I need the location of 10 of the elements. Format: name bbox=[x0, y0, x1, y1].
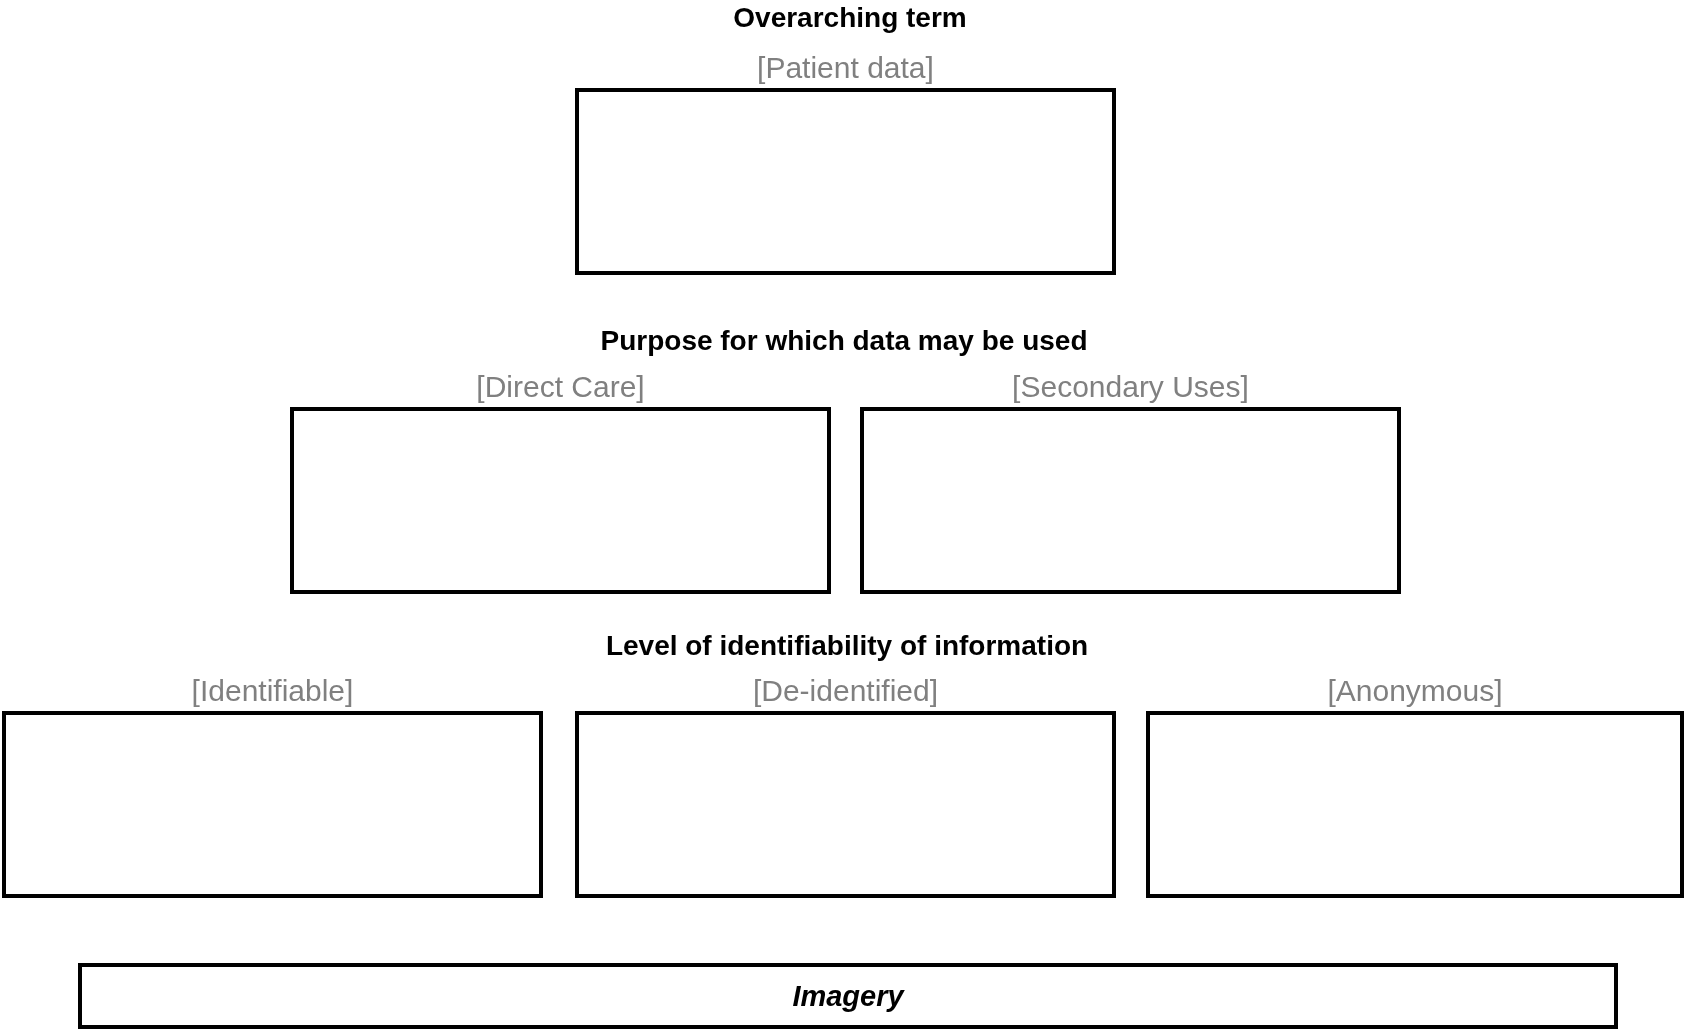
category-label: [Anonymous] bbox=[1327, 673, 1503, 709]
heading: Overarching term bbox=[733, 1, 967, 35]
category-label: [Secondary Uses] bbox=[1012, 369, 1249, 405]
category-label: [Patient data] bbox=[757, 50, 934, 86]
heading: Purpose for which data may be used bbox=[600, 324, 1088, 358]
category-label: [Direct Care] bbox=[476, 369, 645, 405]
heading: Level of identifiability of information bbox=[605, 629, 1089, 663]
category-label: [Identifiable] bbox=[191, 673, 354, 709]
category-label: [De-identified] bbox=[752, 673, 939, 709]
banner-label: Imagery bbox=[792, 979, 904, 1013]
